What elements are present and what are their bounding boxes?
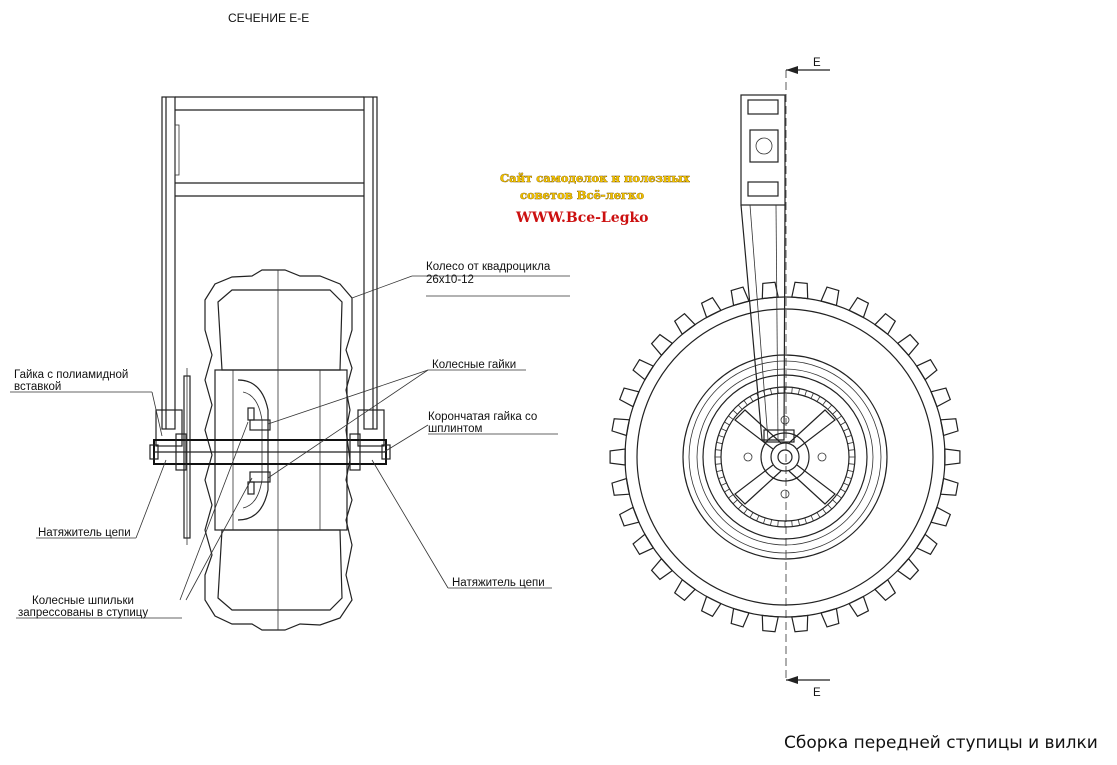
sprocket-tooth	[732, 499, 738, 505]
sprocket-tooth	[836, 415, 842, 420]
sprocket-tooth	[848, 463, 855, 465]
sprocket-tooth	[840, 421, 846, 426]
watermark: Сайт самоделок и полезных советов Всё-ле…	[500, 171, 690, 226]
tread-block	[791, 614, 809, 633]
sprocket-tooth	[791, 387, 793, 394]
tread-block	[673, 578, 697, 602]
sprocket-tooth	[822, 400, 827, 406]
fork-front-view	[740, 94, 795, 443]
watermark-url: WWW.Все-Legko	[515, 210, 649, 226]
sprocket-tooth	[737, 504, 743, 510]
label-chain-tensioner-left: Натяжитель цепи	[38, 527, 131, 539]
sprocket-tooth	[718, 476, 725, 479]
watermark-line2: советов Всё-легко	[520, 188, 644, 202]
sprocket-tooth	[847, 469, 854, 472]
sprocket-tooth	[843, 428, 850, 432]
tread-block	[730, 607, 750, 628]
sprocket-tooth	[720, 428, 727, 432]
label-wheel-line1: Колесо от квадроцикла	[426, 261, 551, 273]
sprocket-tooth	[715, 463, 722, 465]
section-mark-top: Е	[813, 57, 821, 69]
sprocket-tooth	[797, 388, 800, 395]
sprocket-tooth	[728, 494, 734, 499]
sprocket-tooth	[832, 409, 838, 415]
sprocket-tooth	[756, 515, 760, 522]
sprocket-tooth	[720, 482, 727, 486]
fork-side-view	[155, 96, 385, 447]
sprocket-tooth	[724, 488, 730, 493]
tread-block	[896, 333, 920, 357]
sprocket-tooth	[749, 396, 754, 402]
sprocket-tooth	[737, 404, 743, 410]
leader-lines	[10, 275, 570, 619]
sprocket-tooth	[797, 519, 800, 526]
sprocket-tooth	[743, 400, 748, 406]
tread-block	[761, 614, 779, 633]
tread-block	[873, 578, 897, 602]
tread-block	[650, 557, 674, 581]
tread-block	[820, 607, 840, 628]
tread-block	[944, 448, 961, 466]
label-castle-nut-line2: шплинтом	[428, 423, 482, 435]
sprocket-tooth	[816, 512, 821, 518]
sprocket-tooth	[804, 390, 807, 397]
sprocket-tooth	[770, 519, 773, 526]
sprocket-tooth	[743, 508, 748, 514]
sprocket-tooth	[822, 508, 827, 514]
axle-side-view	[149, 433, 391, 471]
sprocket-tooth	[770, 388, 773, 395]
sprocket-tooth	[715, 449, 722, 451]
sprocket-tooth	[845, 476, 852, 479]
sprocket-tooth	[847, 442, 854, 445]
sprocket-teeth	[715, 387, 855, 527]
label-wheel-line2: 26x10-12	[426, 274, 474, 286]
figure-caption: Сборка передней ступицы и вилки	[784, 733, 1098, 753]
label-wheel-studs-line1: Колесные шпильки	[32, 595, 134, 607]
tread-block	[761, 281, 779, 300]
label-nut-polyamide-line2: вставкой	[14, 381, 61, 393]
tread-block	[673, 312, 697, 336]
sprocket-tooth	[843, 482, 850, 486]
tread-block	[896, 557, 920, 581]
tread-block	[730, 286, 750, 307]
sprocket-tooth	[724, 421, 730, 426]
label-nut-polyamide-line1: Гайка с полиамидной	[14, 369, 128, 381]
section-title: СЕЧЕНИЕ Е-Е	[228, 11, 309, 25]
sprocket-tooth	[848, 449, 855, 451]
wheel-front-view	[609, 281, 961, 633]
sprocket-tooth	[827, 504, 833, 510]
sprocket-tooth	[804, 517, 807, 524]
tread-block	[873, 312, 897, 336]
sprocket-tooth	[832, 499, 838, 505]
sprocket-tooth	[810, 515, 814, 522]
sprocket-tooth	[728, 415, 734, 420]
sprocket-tooth	[749, 512, 754, 518]
sprocket-tooth	[845, 435, 852, 438]
sprocket-tooth	[840, 488, 846, 493]
tread-block	[820, 286, 840, 307]
sprocket-tooth	[791, 520, 793, 527]
label-wheel-nuts: Колесные гайки	[432, 359, 516, 371]
sprocket-tooth	[827, 404, 833, 410]
sprocket-tooth	[718, 435, 725, 438]
tread-block	[650, 333, 674, 357]
wheel-side-view	[183, 269, 353, 631]
tread-block	[609, 448, 626, 466]
hub-spokes	[734, 409, 836, 505]
section-mark-bottom: Е	[813, 687, 821, 699]
watermark-line1: Сайт самоделок и полезных	[500, 171, 690, 185]
tread-block	[791, 281, 809, 300]
sprocket-tooth	[716, 442, 723, 445]
sprocket-tooth	[716, 469, 723, 472]
sprocket-tooth	[763, 517, 766, 524]
sprocket-tooth	[810, 392, 814, 399]
label-chain-tensioner-right: Натяжитель цепи	[452, 577, 545, 589]
sprocket-tooth	[777, 520, 779, 527]
label-castle-nut-line1: Корончатая гайка со	[428, 411, 537, 423]
label-wheel-studs-line2: запрессованы в ступицу	[18, 607, 148, 619]
sprocket-tooth	[836, 494, 842, 499]
sprocket-tooth	[816, 396, 821, 402]
sprocket-tooth	[732, 409, 738, 415]
